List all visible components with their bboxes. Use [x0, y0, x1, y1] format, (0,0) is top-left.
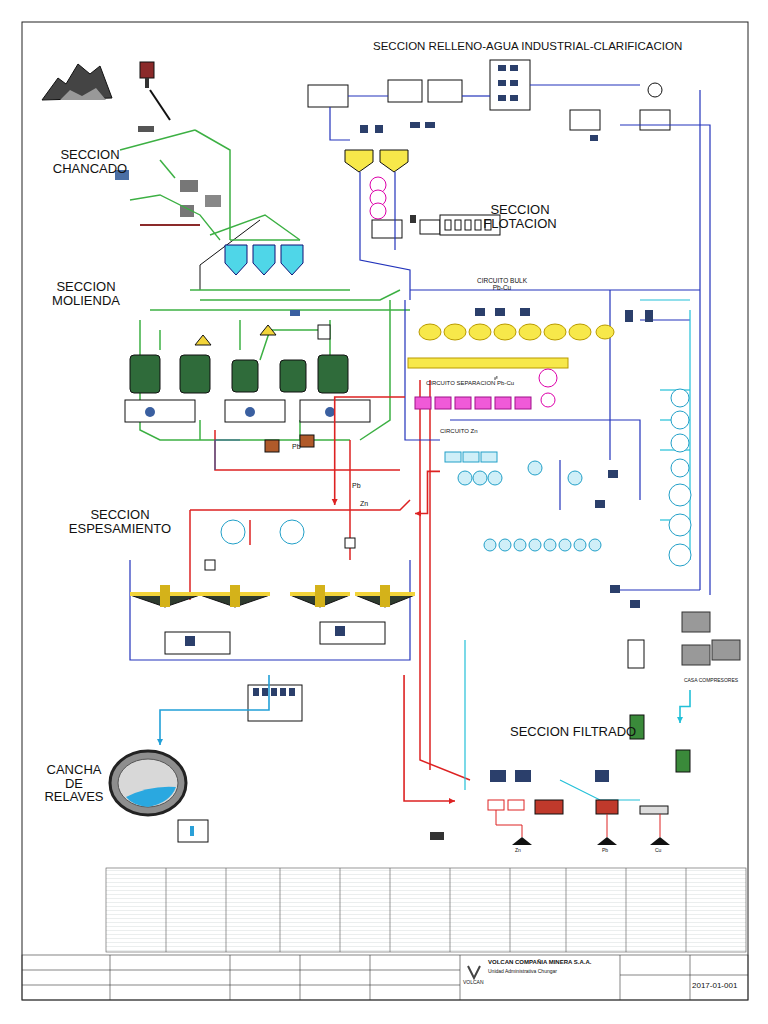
node-text: SECCION FILTRADO — [510, 725, 660, 739]
node-text: Unidad Administrativa Chungar — [488, 969, 616, 974]
section-heading: SECCION FLOTACION — [470, 203, 570, 230]
process-line — [404, 675, 455, 804]
ore-silos — [225, 240, 303, 275]
process-line — [332, 397, 405, 505]
process-line-path — [335, 397, 405, 505]
flotation-bank: CIRCUITO Zn — [440, 428, 600, 552]
filtering-section: SECCION FILTRADO — [455, 723, 705, 853]
flotation-bank: CIRCUITO BULK Pb-Cu — [400, 276, 615, 376]
arrow-head — [332, 499, 338, 505]
process-line-path — [495, 376, 497, 380]
product-label: Cu — [655, 848, 675, 853]
arrow-head — [677, 717, 683, 723]
product-label: Pb — [602, 848, 622, 853]
water-lines — [130, 85, 710, 660]
node-text: CIRCUITO SEPARACION Pb-Cu — [425, 380, 515, 386]
process-line — [157, 675, 269, 745]
stream-label: Zn — [360, 500, 380, 507]
air-lines — [465, 300, 690, 800]
arrow-head — [449, 798, 455, 804]
thickening-section: SECCION ESPESAMIENTO — [50, 505, 415, 675]
node-text: CIRCUITO Zn — [440, 428, 500, 434]
ball-mills — [125, 310, 370, 452]
node-text: SECCION ESPESAMIENTO — [55, 508, 185, 535]
process-line — [677, 690, 690, 723]
backfill-section — [308, 60, 670, 238]
process-line-path — [415, 471, 440, 513]
process-line-path — [404, 675, 455, 801]
crushing-section — [42, 62, 300, 290]
drawing-number: 2017-01-001 — [692, 982, 746, 990]
section-heading: SECCION MOLIENDA — [44, 280, 128, 307]
node-text: CASA COMPRESORES — [676, 678, 746, 683]
section-heading: SECCION CHANCADO — [48, 148, 132, 175]
process-line-path — [680, 690, 690, 723]
arrow-head — [157, 739, 163, 745]
flotation-bank: CIRCUITO SEPARACION Pb-Cu — [405, 380, 555, 414]
tailings-dam: CANCHA DE RELAVES — [40, 745, 190, 835]
equipment-table — [106, 868, 746, 952]
flotation-equipment — [408, 215, 691, 608]
product-label: Zn — [515, 848, 535, 853]
company-title-block: VOLCAN COMPAÑIA MINERA S.A.A. Unidad Admi… — [460, 955, 620, 1000]
title-block — [22, 955, 748, 1000]
node-text: VOLCAN COMPAÑIA MINERA S.A.A. — [488, 959, 616, 965]
stream-label: Pb — [352, 482, 372, 489]
filter-equipment — [430, 612, 740, 845]
compressor-house: CASA COMPRESORES — [676, 606, 746, 690]
logo-text: VOLCAN — [463, 980, 493, 985]
node-text: CANCHA DE RELAVES — [42, 763, 106, 804]
arrow-head — [415, 511, 421, 517]
process-line-path — [160, 675, 269, 745]
section-heading: SECCION RELLENO-AGUA INDUSTRIAL-CLARIFIC… — [373, 40, 743, 52]
process-line — [415, 471, 440, 516]
thickeners — [130, 520, 415, 721]
process-line — [495, 376, 497, 380]
stream-label: Pb — [292, 443, 312, 450]
node-text: CIRCUITO BULK Pb-Cu — [472, 278, 532, 292]
